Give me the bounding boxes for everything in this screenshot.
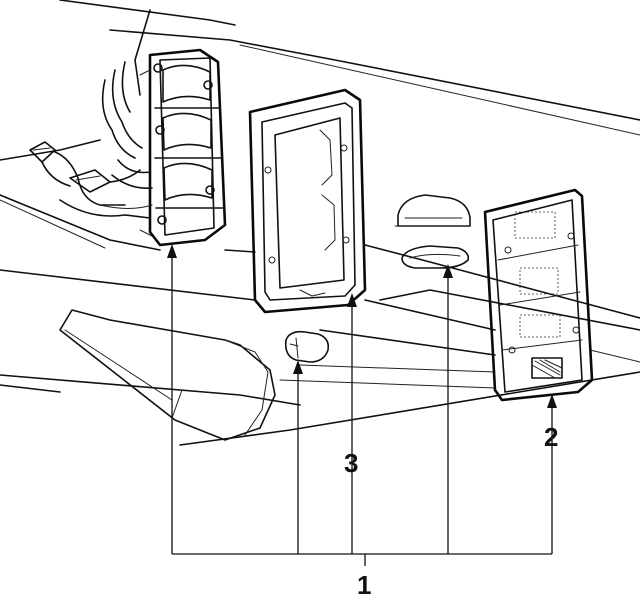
arrowhead-bulb xyxy=(293,360,303,374)
arrowhead-marker xyxy=(443,264,453,278)
vehicle-body xyxy=(0,0,640,446)
bulb xyxy=(284,330,330,363)
arrowhead-lens xyxy=(547,394,557,408)
arrowheads xyxy=(167,244,557,420)
callout-number-3: 3 xyxy=(344,448,358,478)
lamp-housing xyxy=(139,48,227,247)
lamp-gasket-frame xyxy=(248,88,367,314)
arrowhead-housing xyxy=(167,244,177,258)
marker-lens xyxy=(394,194,471,227)
marker-gasket xyxy=(401,245,470,269)
arrowhead-gasket xyxy=(347,293,357,307)
leader-lines xyxy=(171,252,553,566)
callout-number-2: 2 xyxy=(544,422,558,452)
callout-number-1: 1 xyxy=(357,570,371,600)
tail-lamp-lens xyxy=(483,188,594,402)
wiring-harness xyxy=(29,61,153,219)
